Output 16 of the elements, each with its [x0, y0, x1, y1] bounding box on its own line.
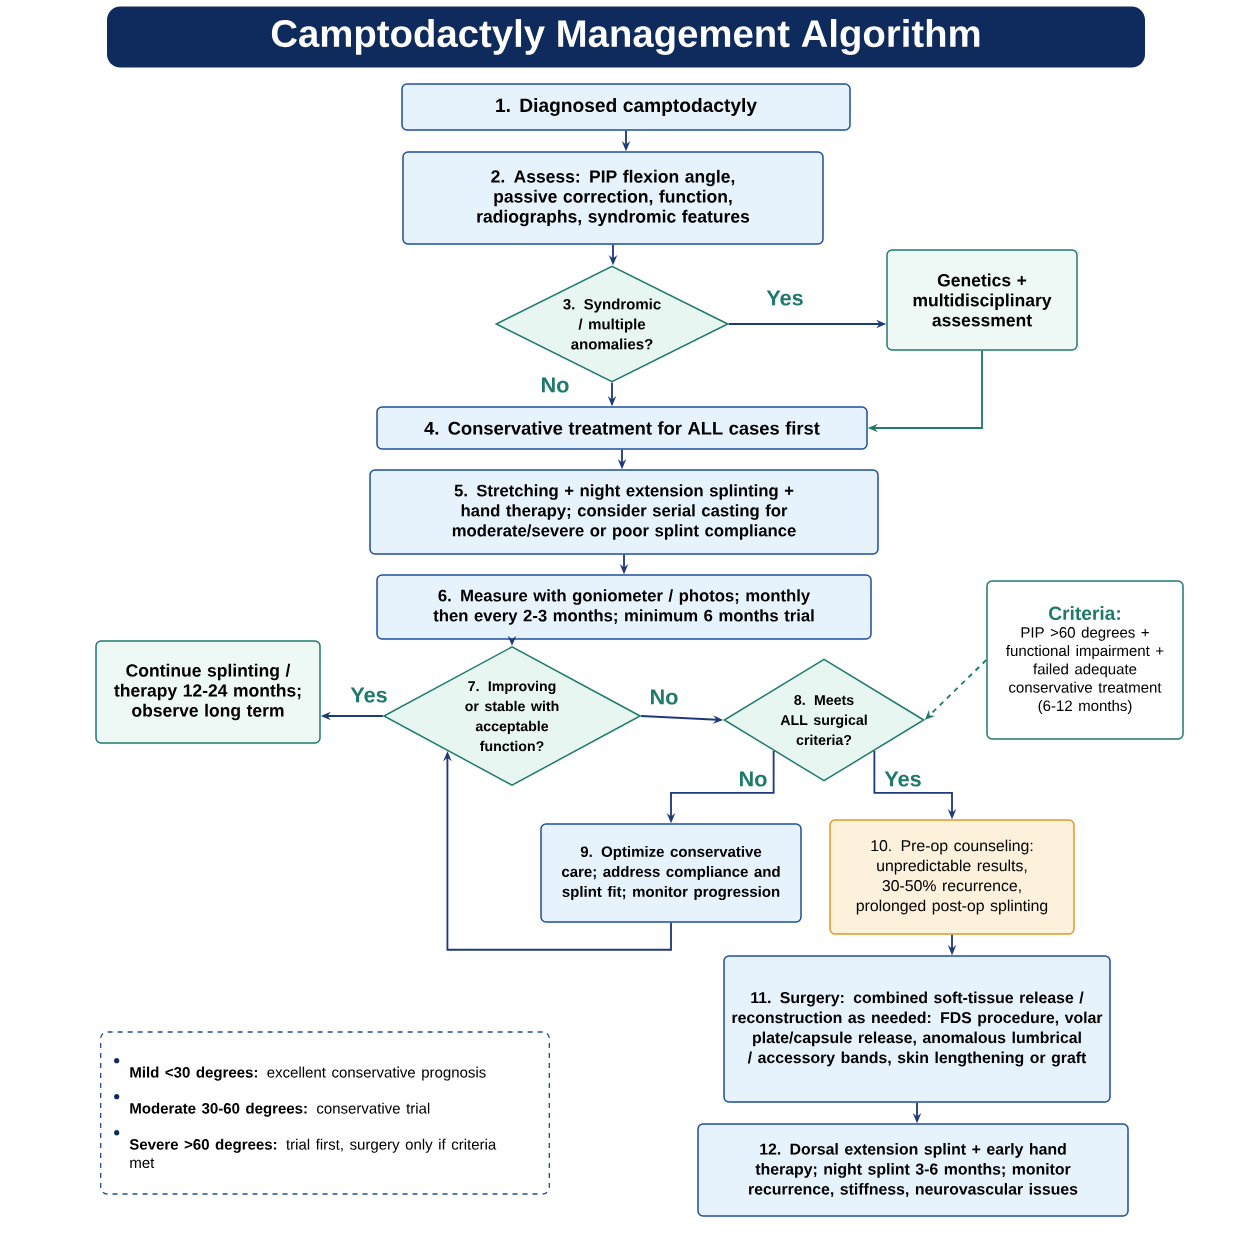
- process-box: Continue splinting / therapy 12-24 months; observe long term: [95, 640, 321, 744]
- process-box: 5. Stretching + night extension splinting + hand therapy; consider serial casting for moderate/severe or poor splint compliance: [369, 469, 879, 555]
- process-box: 11. Surgery: combined soft-tissue release / reconstruction as needed: FDS procedure, volar plate/capsule release, anomalous lumbrical / accessory bands, skin lengthening or graft: [723, 955, 1111, 1103]
- key-box: Mild <30 degrees: excellent conservative prognosis Moderate 30-60 degrees: conservative trial Severe >60 degrees: trial first, surgery only if criteria met: [100, 1031, 550, 1195]
- process-box: Genetics + multidisciplinary assessment: [886, 249, 1078, 351]
- criteria-box: Criteria: PIP >60 degrees + functional impairment + failed adequate conservative treatment (6-12 months): [986, 580, 1184, 740]
- process-box: 9. Optimize conservative care; address compliance and splint fit; monitor progression: [540, 823, 802, 923]
- process-box: 6. Measure with goniometer / photos; monthly then every 2-3 months; minimum 6 months trial: [376, 574, 872, 640]
- process-box: 2. Assess: PIP flexion angle, passive correction, function, radiographs, syndromic features: [402, 151, 824, 245]
- edge-label: Yes: [764, 288, 806, 308]
- edge-label: No: [647, 687, 681, 707]
- process-box: 10. Pre-op counseling: unpredictable results, 30-50% recurrence, prolonged post-op splinting: [829, 819, 1075, 935]
- title-banner: Camptodactyly Management Algorithm: [107, 6, 1145, 68]
- process-box: 12. Dorsal extension splint + early hand therapy; night splint 3-6 months; monitor recurrence, stiffness, neurovascular issues: [697, 1123, 1129, 1217]
- process-box: 4. Conservative treatment for ALL cases first: [376, 406, 868, 450]
- process-box: 1. Diagnosed camptodactyly: [401, 83, 851, 131]
